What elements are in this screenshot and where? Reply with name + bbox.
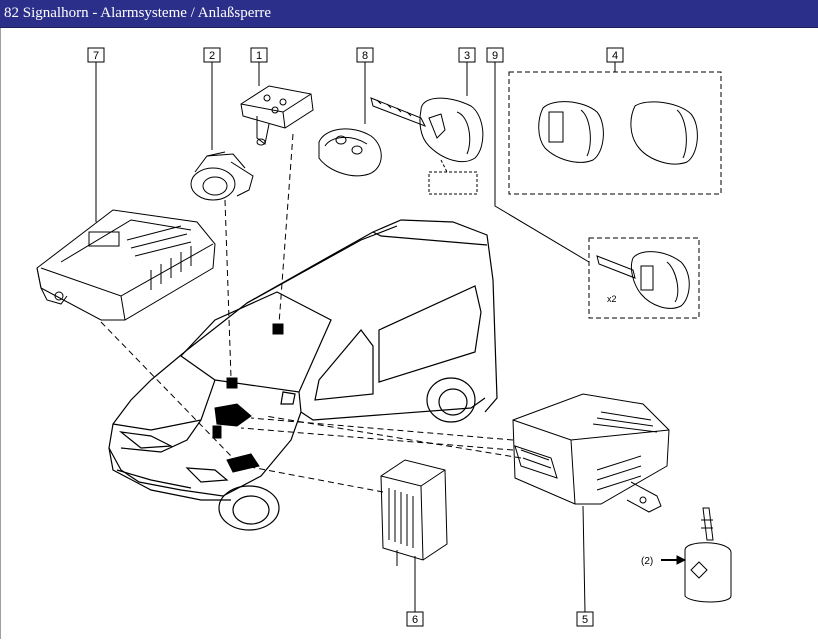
key-9: [588, 237, 700, 319]
callout-9: 9: [486, 47, 504, 63]
callout-1: 1: [250, 47, 268, 63]
quantity-label: x2: [607, 294, 617, 304]
svg-text:1: 1: [256, 50, 262, 62]
transponder-ring-2: [190, 151, 254, 201]
callout-2: 2: [203, 47, 221, 63]
relay-6: [380, 459, 448, 570]
vehicle-outline: [108, 219, 498, 531]
callout-4: 4: [606, 47, 624, 63]
svg-text:9: 9: [492, 50, 498, 62]
svg-text:2: 2: [209, 50, 215, 62]
key-heads-4: [508, 71, 722, 195]
svg-text:3: 3: [464, 50, 470, 62]
leader-lines: [100, 133, 522, 493]
receiver-1: [240, 85, 314, 146]
key-3: [370, 97, 484, 195]
parts-diagram: 7 2 1 8 3 9 4 6: [36, 47, 732, 627]
diagram-area: 7 2 1 8 3 9 4 6: [0, 28, 818, 639]
window-titlebar: 82 Signalhorn - Alarmsysteme / Anlaßsper…: [0, 0, 818, 28]
svg-text:8: 8: [362, 50, 368, 62]
svg-text:4: 4: [612, 50, 618, 62]
callout-leaders: [95, 62, 616, 613]
uch-module-7: [36, 209, 216, 321]
callout-boxes: 7 2 1 8 3 9 4 6: [87, 47, 653, 627]
svg-text:7: 7: [93, 50, 99, 62]
renault-key: [684, 507, 732, 603]
control-unit-5: [512, 393, 670, 513]
remote-fob-8: [318, 128, 382, 177]
callout-6: 6: [406, 611, 424, 627]
svg-text:6: 6: [412, 614, 418, 626]
pointer-arrowhead: [676, 555, 687, 565]
callout-7: 7: [87, 47, 105, 63]
callout-5: 5: [576, 611, 594, 627]
window-title: 82 Signalhorn - Alarmsysteme / Anlaßsper…: [4, 5, 272, 21]
callout-3: 3: [458, 47, 476, 63]
pointer-label: (2): [641, 556, 653, 567]
svg-text:5: 5: [582, 614, 588, 626]
callout-8: 8: [356, 47, 374, 63]
installed-components: [212, 323, 284, 473]
